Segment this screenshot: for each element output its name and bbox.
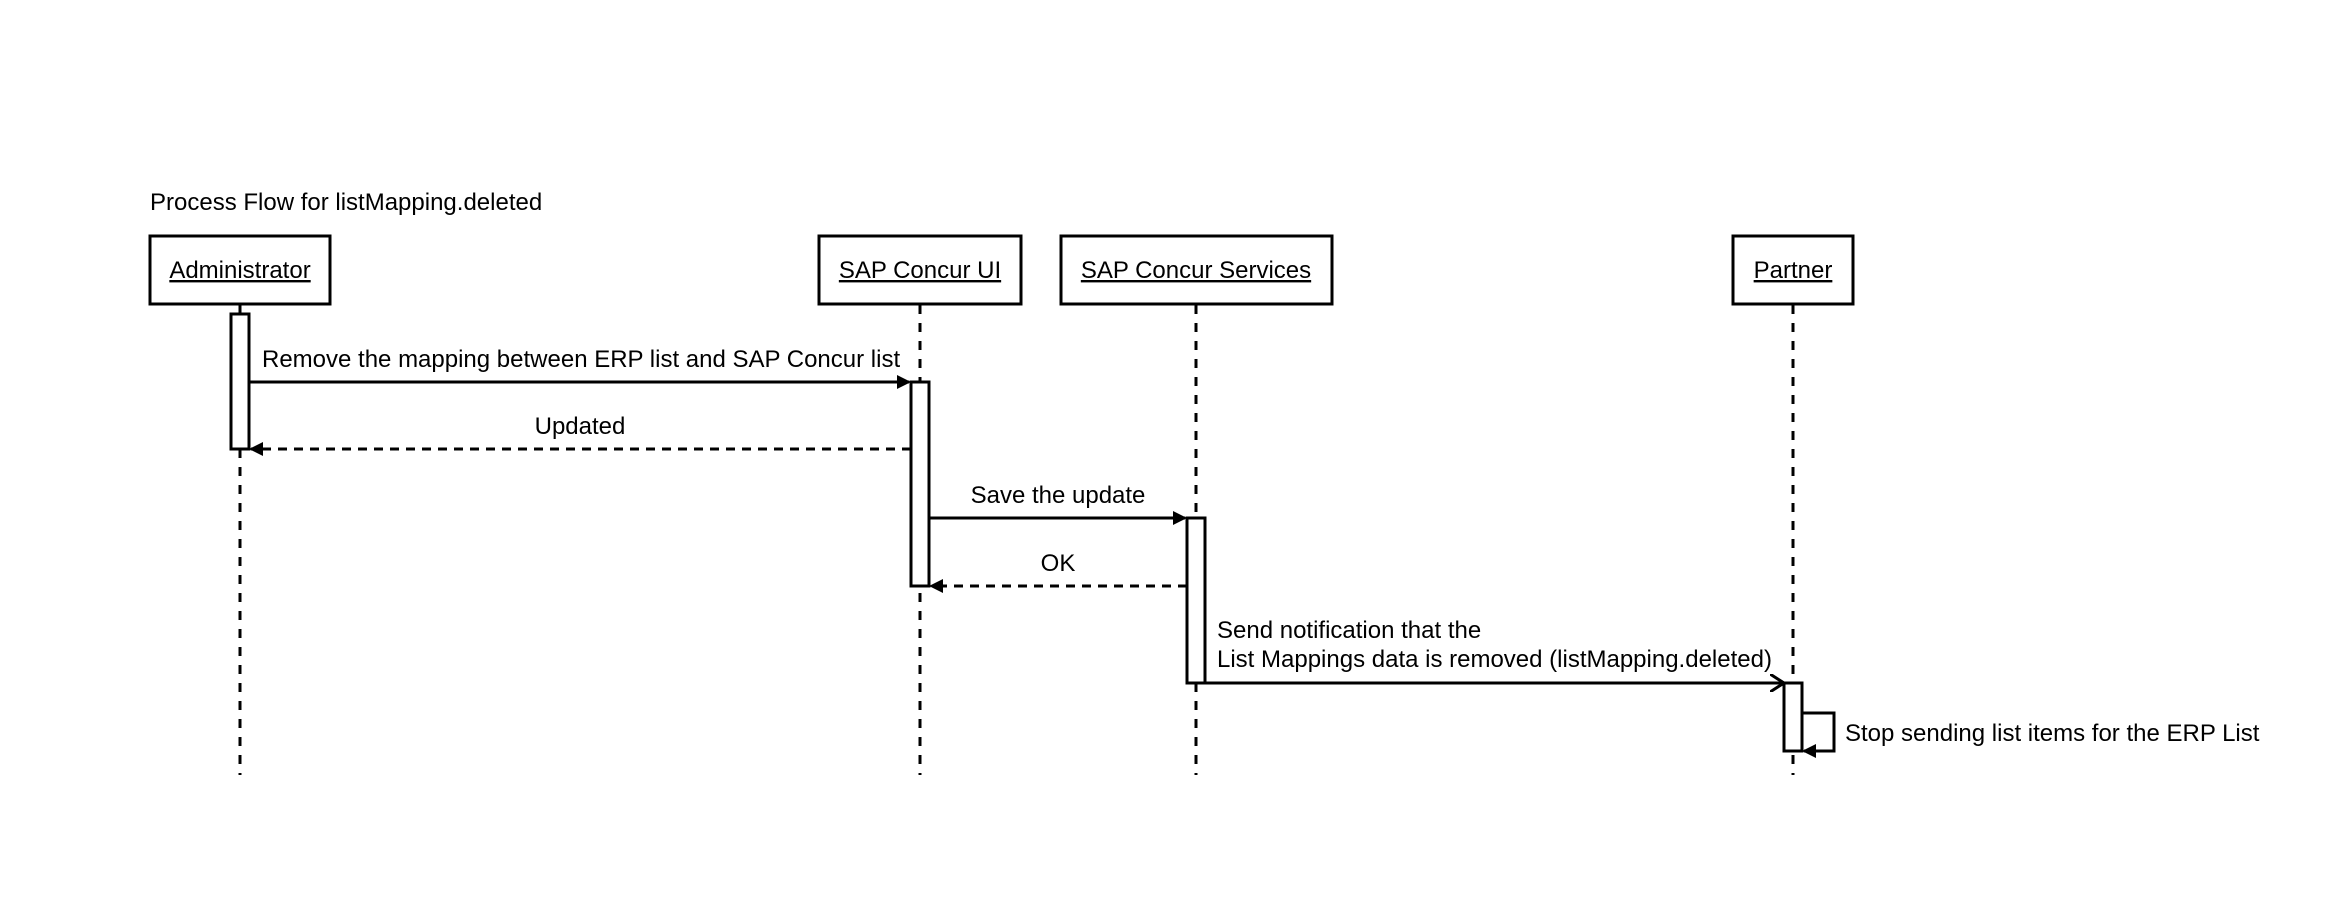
- participant-sap-concur-ui: SAP Concur UI: [817, 234, 1023, 306]
- message-label-updated: Updated: [535, 413, 626, 440]
- participant-sap-concur-services: SAP Concur Services: [1059, 234, 1334, 306]
- message-label-stop-sending: Stop sending list items for the ERP List: [1845, 720, 2260, 747]
- message-label-send-notification-line1: Send notification that the: [1217, 617, 1481, 644]
- participant-label-sap-concur-services: SAP Concur Services: [1081, 257, 1311, 284]
- message-label-send-notification-line2: List Mappings data is removed (listMappi…: [1217, 646, 1772, 673]
- participant-label-administrator: Administrator: [169, 257, 310, 284]
- message-label-ok: OK: [1041, 550, 1076, 577]
- participant-partner: Partner: [1731, 234, 1855, 306]
- activation-sap-concur-ui: [909, 380, 931, 588]
- activation-administrator: [229, 312, 251, 451]
- participant-label-partner: Partner: [1754, 257, 1833, 284]
- participant-administrator: Administrator: [148, 234, 332, 306]
- participant-label-sap-concur-ui: SAP Concur UI: [839, 257, 1001, 284]
- message-label-save-update: Save the update: [971, 482, 1146, 509]
- activation-sap-concur-services: [1185, 516, 1207, 685]
- activation-partner: [1782, 681, 1804, 753]
- message-label-remove-mapping: Remove the mapping between ERP list and …: [262, 346, 900, 373]
- diagram-title: Process Flow for listMapping.deleted: [150, 189, 542, 216]
- message-arrow-stop-sending: [1802, 711, 1836, 758]
